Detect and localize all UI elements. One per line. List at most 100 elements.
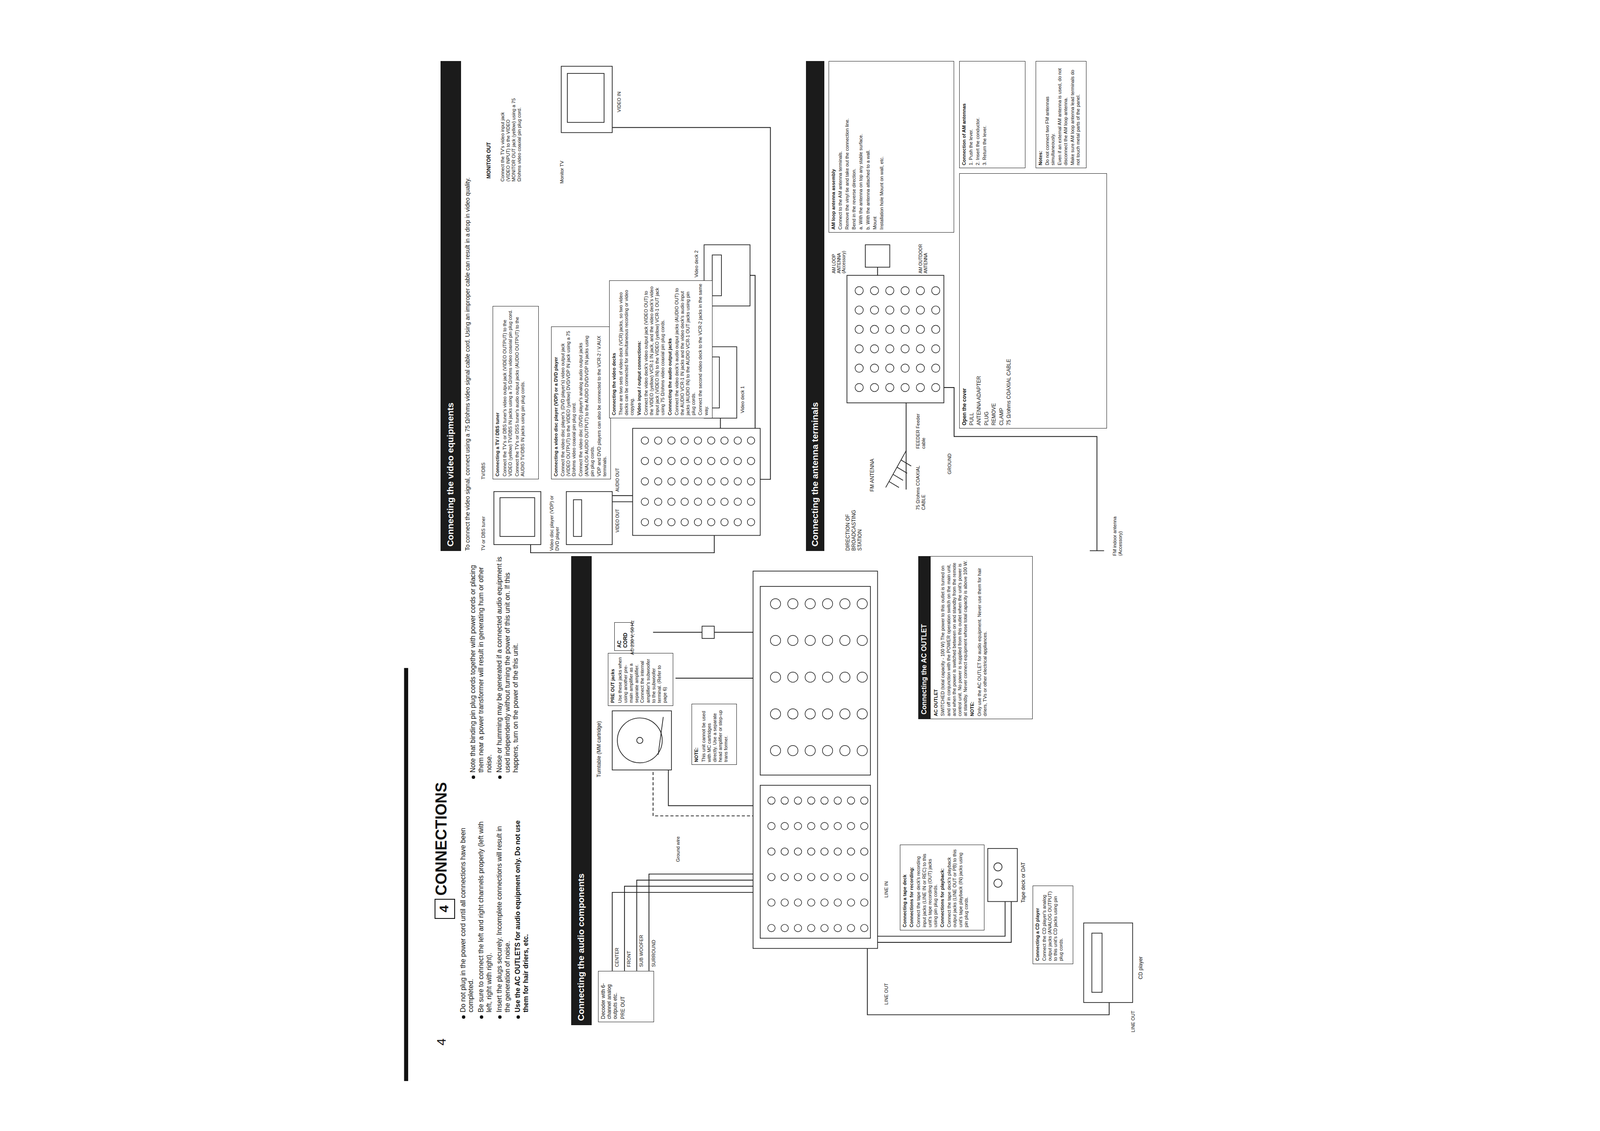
node-text: Connect the video deck's audio output ja… <box>674 283 697 416</box>
node-text: Connections for recording: <box>908 847 915 928</box>
jack <box>794 822 802 830</box>
jack <box>794 848 802 856</box>
jack <box>667 457 675 465</box>
device-label: Monitor TV <box>559 137 565 184</box>
jack <box>721 457 729 465</box>
jack <box>805 635 816 646</box>
jack <box>885 344 894 354</box>
node-text: Bend in the reverse direction. <box>851 64 857 230</box>
jack-label: LINE OUT <box>883 967 890 1005</box>
jack <box>901 364 910 373</box>
jack <box>680 498 689 506</box>
intro-text: To connect the video signal, connect usi… <box>464 61 472 551</box>
jack <box>820 797 829 805</box>
jack <box>694 477 702 485</box>
jack <box>680 457 689 465</box>
jack <box>694 437 702 445</box>
jack <box>901 306 910 315</box>
tape-deck-box: Connecting a tape deckConnections for re… <box>899 844 985 931</box>
node-text: Even if an external AM antenna is used, … <box>1056 64 1069 166</box>
node-text: REMOVE <box>990 176 997 426</box>
jack <box>931 344 940 354</box>
node-text: Do not connect two FM antennas simultane… <box>1044 64 1056 166</box>
node-text: Connect the CD player's analog output ja… <box>1041 888 1065 962</box>
jack <box>770 598 781 610</box>
jack <box>767 822 775 830</box>
node-text: SWITCHED (total capacity - 100 W) The po… <box>940 559 969 717</box>
jack <box>931 306 940 315</box>
jack <box>807 797 815 805</box>
jack <box>860 899 868 907</box>
jack <box>781 822 789 830</box>
device-label: Video disc player (VDP) or DVD player <box>548 491 561 552</box>
jack <box>654 518 662 526</box>
jack <box>747 437 755 445</box>
node-text: Video input / output connections: <box>636 283 643 416</box>
node-text: Connect the video deck's video output ja… <box>643 283 666 416</box>
jack-label: VIDEO OUT <box>615 505 621 533</box>
jack <box>794 797 802 805</box>
device-label: Video deck 1 <box>739 352 746 414</box>
jack <box>767 899 775 907</box>
device-label: Turntable (MM cartridge) <box>595 709 602 778</box>
jack <box>847 848 855 856</box>
node-text: Connecting the video equipments <box>444 402 456 547</box>
jack <box>885 306 894 315</box>
node-text: PRE OUT <box>619 974 626 1020</box>
note-box: NOTE:This unit cannot be used with MC ca… <box>691 703 737 765</box>
node-text: Connection of AM antennas <box>961 64 967 166</box>
jack <box>641 498 649 506</box>
instruction-text: Connect the TV's video input jack (VIDEO… <box>499 96 523 182</box>
ac-outlet-band: Connecting the AC OUTLET <box>918 556 931 719</box>
node-text: Connecting the antenna terminals <box>809 402 821 547</box>
node-text: Decoder with 6-channel analog outputs et… <box>600 974 619 1020</box>
jack <box>787 598 798 610</box>
jack <box>667 437 675 445</box>
node-text: This unit cannot be used with MC cartrid… <box>700 706 730 763</box>
jack <box>870 306 879 315</box>
jack <box>770 672 781 683</box>
jack <box>770 635 781 646</box>
device-label: CD player <box>1137 933 1144 980</box>
jack <box>901 383 910 392</box>
node-text: Connecting the AC OUTLET <box>919 624 929 715</box>
jack <box>667 477 675 485</box>
jack <box>855 364 864 373</box>
jack <box>860 873 868 881</box>
node-text: Connecting a CD player <box>1034 888 1041 962</box>
jack <box>787 635 798 646</box>
jack-label: LINE IN <box>883 862 890 899</box>
node-text: PRE OUT jacks <box>610 656 616 704</box>
antenna-label: DIRECTION OF BROADCASTING STATION <box>844 494 863 551</box>
jack <box>654 457 662 465</box>
wire-label: SURROUND <box>651 908 657 968</box>
jack <box>707 498 715 506</box>
node-text: Connections for playback: <box>939 847 946 928</box>
jack <box>822 672 833 683</box>
jack <box>834 873 842 881</box>
jack <box>805 672 816 683</box>
device-label: Video deck 2 <box>693 234 700 278</box>
jack <box>787 672 798 683</box>
jack <box>820 873 829 881</box>
jack <box>770 745 781 757</box>
cable-label: 75 Ω/ohms COAXIAL CABLE <box>915 454 927 511</box>
jack-label: VIDEO IN <box>616 66 622 113</box>
node-text: AC OUTLET <box>933 559 939 717</box>
jack <box>857 598 868 610</box>
wire-label: Ground wire <box>675 821 681 863</box>
jack <box>805 745 816 757</box>
jack <box>870 286 879 295</box>
node-text: There are two sets of video deck (VCR) j… <box>618 283 636 416</box>
tv-dbs-box: Connecting a TV / DBS tunerConnect the T… <box>492 306 539 480</box>
note-bullet: Note that binding pin plug cords togethe… <box>469 556 494 781</box>
node-text: 1. Push the lever. <box>968 64 974 166</box>
jack <box>641 518 649 526</box>
note-bullet: Do not plug in the power cord until all … <box>459 816 476 1021</box>
pre-out-box: PRE OUT jacksUse these jacks when using … <box>607 653 674 707</box>
jack <box>667 518 675 526</box>
spec-label: AC 230 V, 50 Hz <box>629 612 636 655</box>
node-text: Connect the TV's or DBS tuner's video ou… <box>502 309 514 477</box>
node-text: Notes: <box>1037 64 1044 166</box>
